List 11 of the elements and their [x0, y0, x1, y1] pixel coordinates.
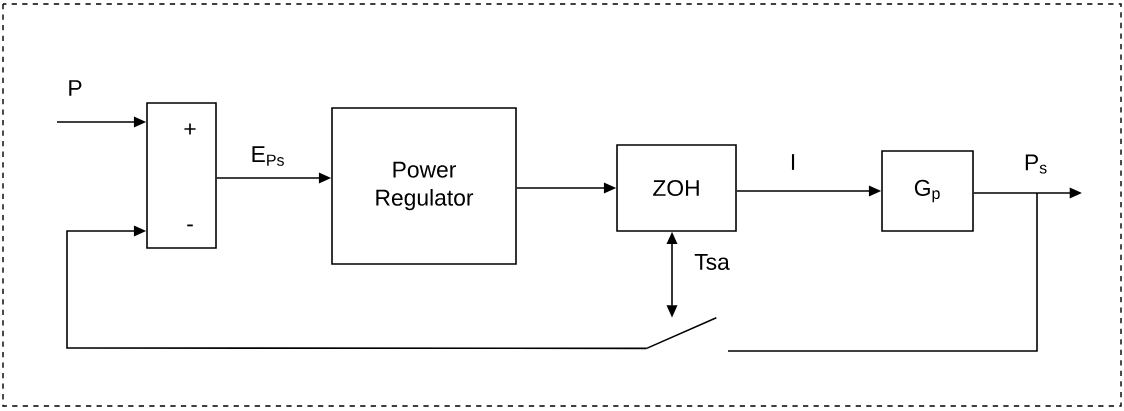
block-box: ZOH: [616, 144, 737, 232]
summing-junction-box: + -: [146, 102, 217, 249]
block-box: Power Regulator: [331, 107, 517, 265]
edge-label: E$_{Ps}$: [248, 144, 288, 168]
arrow: [66, 225, 648, 350]
block-box: G$_{p}$: [881, 150, 974, 232]
edge-label: Tsa: [692, 252, 732, 272]
edge-label: I: [788, 152, 798, 172]
edge-label: P: [65, 78, 85, 98]
switch-symbol: [645, 316, 718, 350]
edge-label: P$_{s}$: [1022, 152, 1050, 176]
